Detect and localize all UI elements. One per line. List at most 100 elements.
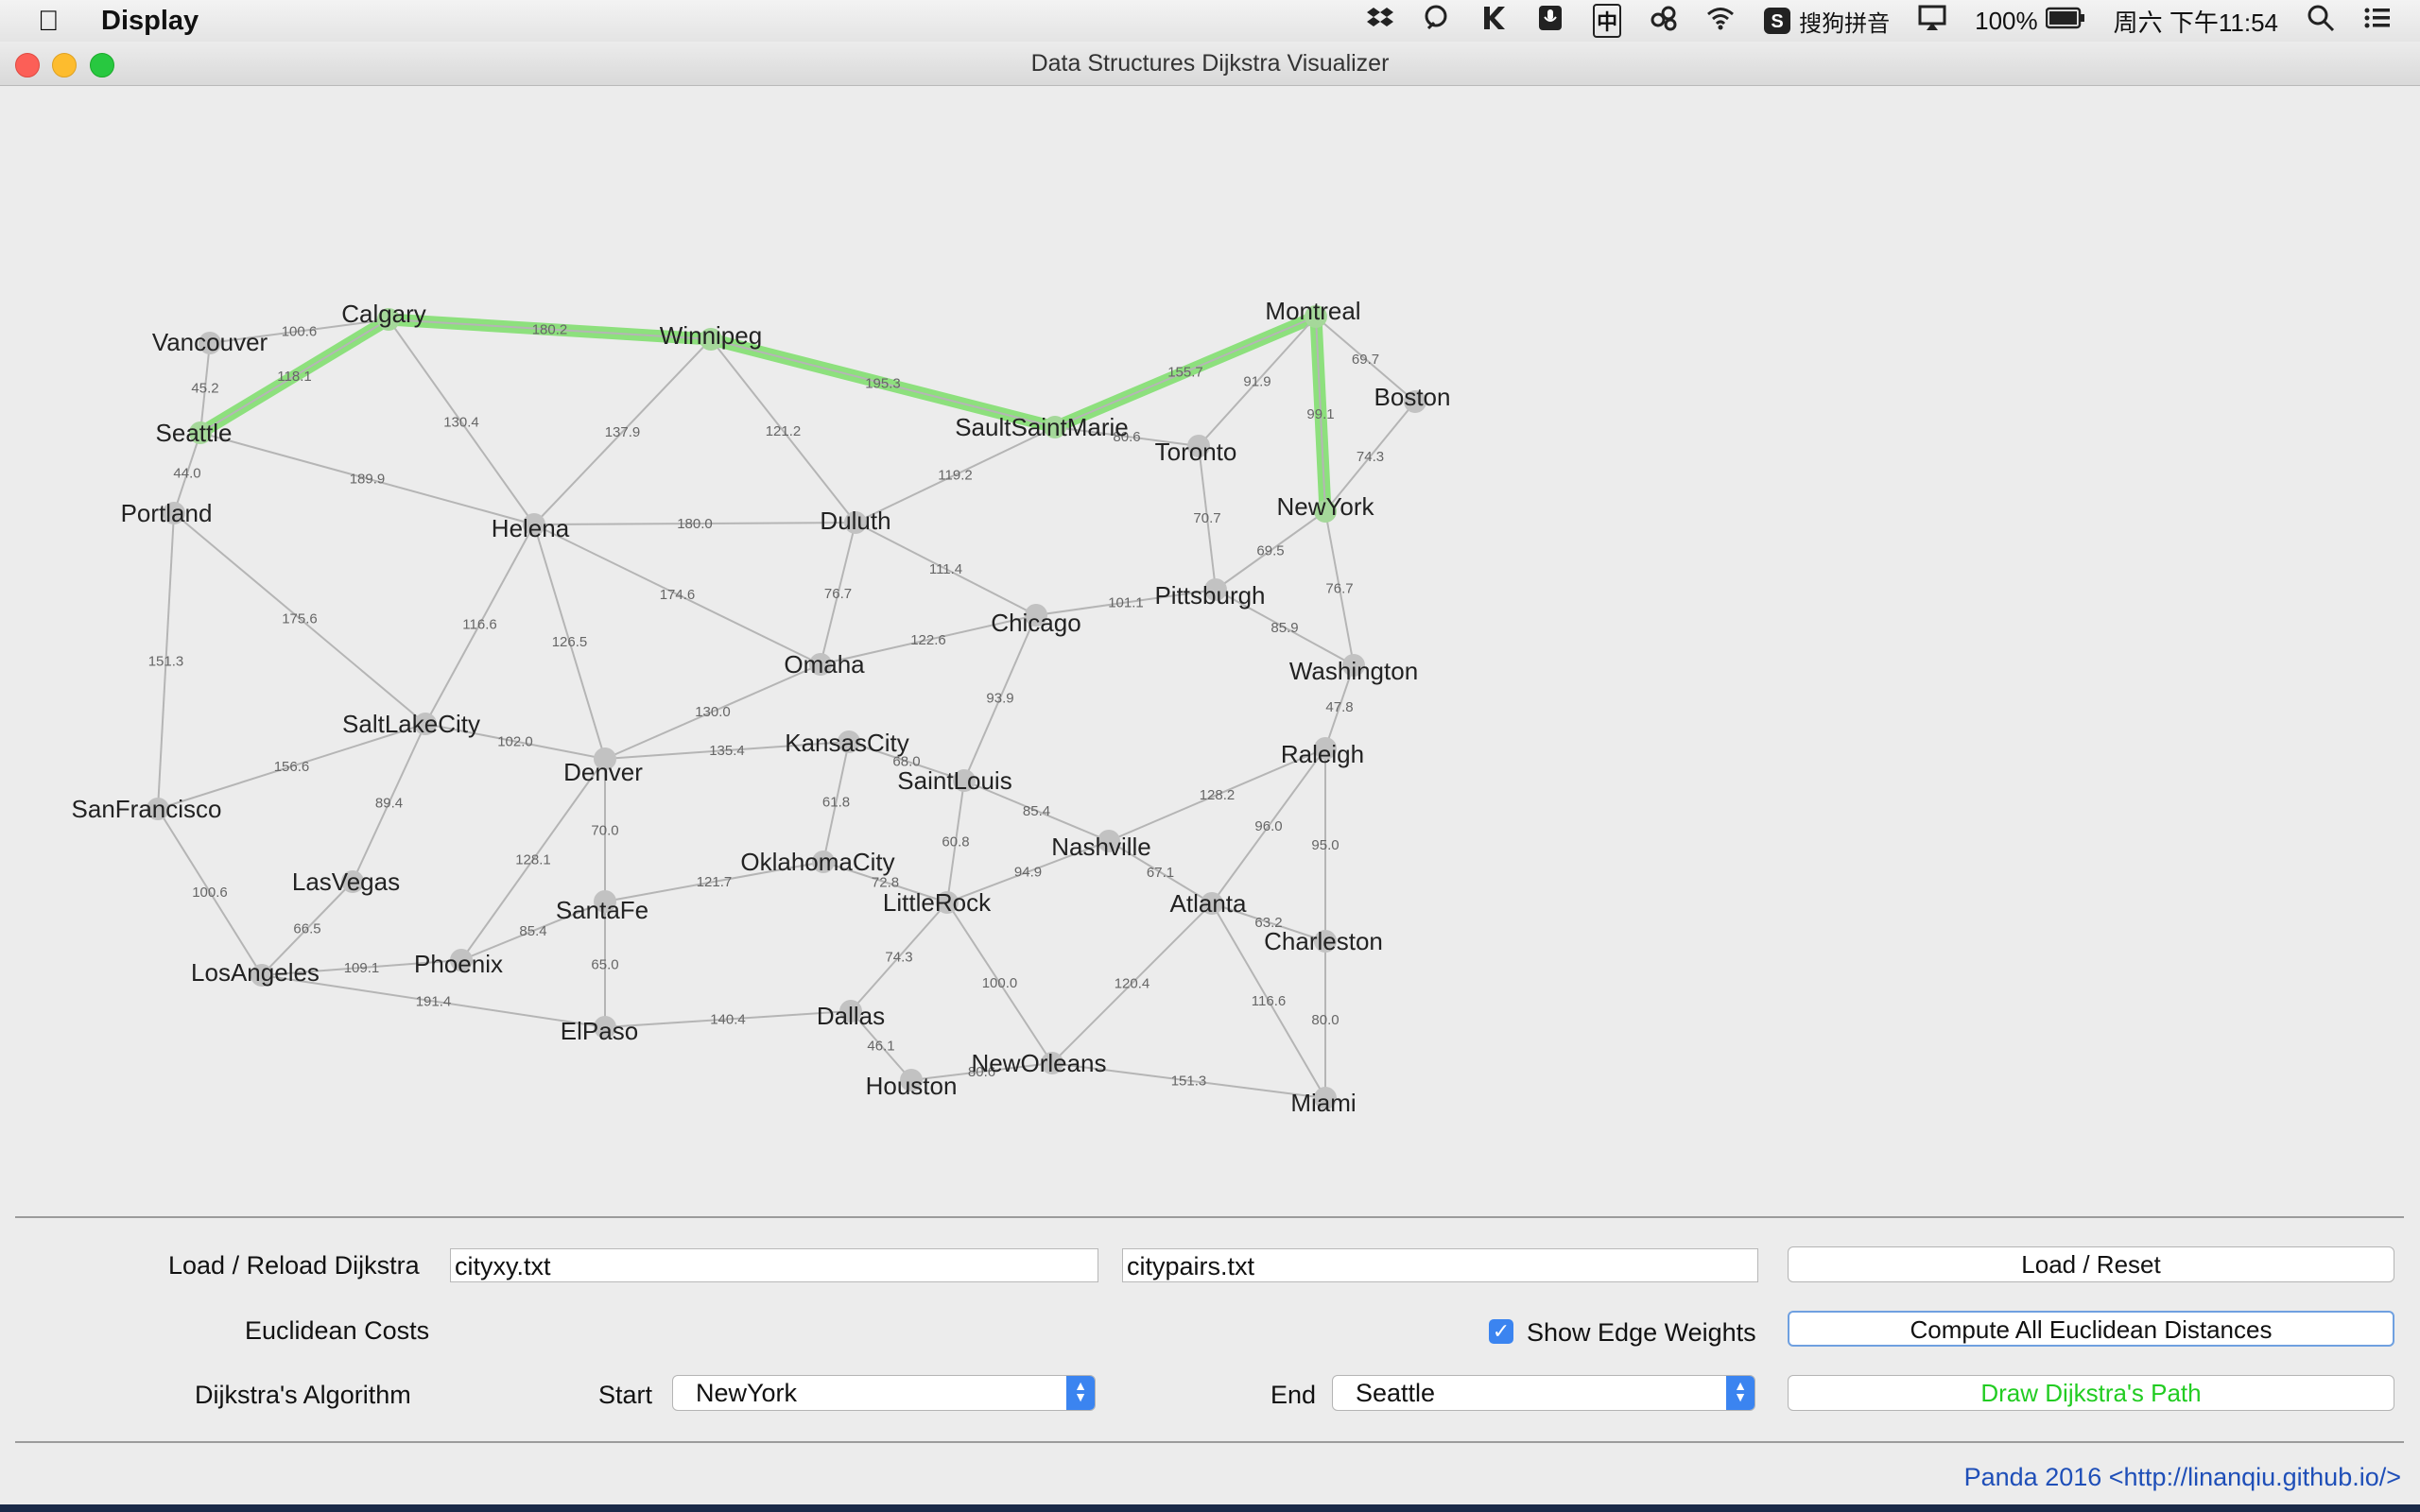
spotlight-search-icon[interactable] bbox=[2307, 4, 2335, 39]
city-dot[interactable] bbox=[1187, 435, 1210, 457]
city-node-vancouver[interactable]: Vancouver bbox=[152, 328, 268, 356]
notification-center-icon[interactable] bbox=[2363, 4, 2392, 39]
clock[interactable]: 周六 下午11:54 bbox=[2113, 8, 2278, 37]
show-edge-weights-checkbox[interactable]: ✓ bbox=[1489, 1319, 1513, 1344]
city-dot[interactable] bbox=[414, 713, 437, 735]
city-node-boston[interactable]: Boston bbox=[1374, 383, 1451, 413]
city-node-dallas[interactable]: Dallas bbox=[817, 1000, 885, 1030]
city-node-las-vegas[interactable]: LasVegas bbox=[292, 868, 400, 896]
city-node-seattle[interactable]: Seattle bbox=[156, 419, 233, 447]
sogou-icon[interactable]: S 搜狗拼音 bbox=[1763, 5, 1890, 38]
start-select-arrows-icon[interactable]: ▲▼ bbox=[1066, 1376, 1095, 1410]
city-dot[interactable] bbox=[1342, 654, 1365, 677]
input-method-zh-icon[interactable]: 中 bbox=[1593, 4, 1622, 38]
k-app-icon[interactable] bbox=[1479, 4, 1508, 39]
city-node-new-york[interactable]: NewYork bbox=[1276, 492, 1375, 523]
city-node-houston[interactable]: Houston bbox=[866, 1069, 958, 1100]
zoom-window-button[interactable] bbox=[90, 53, 114, 77]
city-node-santa-fe[interactable]: SantaFe bbox=[556, 890, 648, 924]
city-node-new-orleans[interactable]: NewOrleans bbox=[971, 1049, 1106, 1077]
app-menu-name[interactable]: Display bbox=[101, 6, 199, 36]
end-select-arrows-icon[interactable]: ▲▼ bbox=[1726, 1376, 1754, 1410]
city-dot[interactable] bbox=[523, 513, 545, 536]
city-node-san-francisco[interactable]: SanFrancisco bbox=[72, 795, 222, 823]
end-city-select[interactable]: Seattle ▲▼ bbox=[1332, 1375, 1755, 1411]
city-node-pittsburgh[interactable]: Pittsburgh bbox=[1154, 578, 1266, 610]
wifi-icon[interactable] bbox=[1706, 4, 1735, 39]
city-node-calgary[interactable]: Calgary bbox=[341, 300, 426, 331]
city-dot[interactable] bbox=[450, 949, 473, 971]
city-node-winnipeg[interactable]: Winnipeg bbox=[660, 321, 762, 351]
microphone-icon[interactable] bbox=[1536, 4, 1564, 39]
city-dot[interactable] bbox=[1025, 604, 1047, 627]
city-dot[interactable] bbox=[189, 421, 212, 444]
citypairs-file-field[interactable]: citypairs.txt bbox=[1122, 1248, 1758, 1282]
city-node-portland[interactable]: Portland bbox=[121, 499, 213, 527]
city-dot[interactable] bbox=[1204, 578, 1227, 601]
airplay-icon[interactable] bbox=[1918, 4, 1946, 39]
city-dot[interactable] bbox=[700, 328, 722, 351]
city-dot[interactable] bbox=[1404, 390, 1426, 413]
city-node-oklahoma-city[interactable]: OklahomaCity bbox=[740, 848, 894, 876]
city-node-saint-louis[interactable]: SaintLouis bbox=[897, 766, 1011, 795]
city-dot[interactable] bbox=[199, 332, 221, 354]
city-node-omaha[interactable]: Omaha bbox=[784, 650, 865, 679]
city-node-duluth[interactable]: Duluth bbox=[820, 507, 890, 535]
dropbox-icon[interactable] bbox=[1366, 4, 1394, 39]
city-dot[interactable] bbox=[594, 747, 616, 770]
city-dot[interactable] bbox=[1041, 1052, 1063, 1074]
city-dot[interactable] bbox=[341, 870, 364, 893]
city-node-raleigh[interactable]: Raleigh bbox=[1281, 737, 1364, 768]
city-dot[interactable] bbox=[936, 891, 959, 914]
draw-dijkstra-path-button[interactable]: Draw Dijkstra's Path bbox=[1788, 1375, 2394, 1411]
city-dot[interactable] bbox=[377, 308, 400, 331]
search-assist-icon[interactable] bbox=[1423, 4, 1451, 39]
start-city-select[interactable]: NewYork ▲▼ bbox=[672, 1375, 1096, 1411]
city-node-los-angeles[interactable]: LosAngeles bbox=[191, 958, 320, 987]
compute-euclidean-button[interactable]: Compute All Euclidean Distances bbox=[1788, 1311, 2394, 1347]
city-dot[interactable] bbox=[163, 502, 185, 524]
city-dot[interactable] bbox=[953, 769, 976, 792]
apple-icon[interactable]:  bbox=[38, 6, 60, 38]
city-node-chicago[interactable]: Chicago bbox=[991, 604, 1081, 637]
city-dot[interactable] bbox=[1314, 1087, 1337, 1109]
city-node-montreal[interactable]: Montreal bbox=[1265, 297, 1361, 328]
city-dot[interactable] bbox=[900, 1069, 923, 1091]
city-node-washington[interactable]: Washington bbox=[1289, 654, 1418, 685]
city-node-phoenix[interactable]: Phoenix bbox=[414, 949, 503, 978]
close-window-button[interactable] bbox=[15, 53, 40, 77]
city-node-atlanta[interactable]: Atlanta bbox=[1170, 889, 1247, 918]
city-node-denver[interactable]: Denver bbox=[563, 747, 643, 786]
city-dot[interactable] bbox=[1201, 892, 1223, 915]
city-node-charleston[interactable]: Charleston bbox=[1264, 927, 1383, 955]
city-dot[interactable] bbox=[1314, 500, 1337, 523]
city-dot[interactable] bbox=[594, 890, 616, 913]
city-dot[interactable] bbox=[812, 850, 835, 873]
city-node-el-paso[interactable]: ElPaso bbox=[561, 1016, 638, 1045]
city-dot[interactable] bbox=[1314, 737, 1337, 760]
footer-credit[interactable]: Panda 2016 <http://linanqiu.github.io/> bbox=[1963, 1463, 2401, 1491]
city-node-kansas-city[interactable]: KansasCity bbox=[785, 729, 909, 757]
cityxy-file-field[interactable]: cityxy.txt bbox=[450, 1248, 1098, 1282]
city-dot[interactable] bbox=[1098, 830, 1120, 852]
show-edge-weights-label[interactable]: Show Edge Weights bbox=[1527, 1318, 1756, 1347]
city-dot[interactable] bbox=[838, 730, 860, 753]
city-node-toronto[interactable]: Toronto bbox=[1155, 435, 1237, 466]
minimize-window-button[interactable] bbox=[52, 53, 77, 77]
city-dot[interactable] bbox=[809, 653, 832, 676]
city-dot[interactable] bbox=[844, 511, 867, 534]
city-dot[interactable] bbox=[251, 964, 273, 987]
cloud-sync-icon[interactable] bbox=[1650, 4, 1678, 39]
city-node-little-rock[interactable]: LittleRock bbox=[883, 888, 992, 917]
city-node-miami[interactable]: Miami bbox=[1290, 1087, 1357, 1117]
load-reset-button[interactable]: Load / Reset bbox=[1788, 1246, 2394, 1282]
city-dot[interactable] bbox=[1314, 930, 1337, 953]
city-dot[interactable] bbox=[1305, 305, 1327, 328]
city-node-sault-saint-marie[interactable]: SaultSaintMarie bbox=[955, 413, 1129, 441]
city-dot[interactable] bbox=[147, 798, 169, 820]
city-dot[interactable] bbox=[839, 1000, 862, 1022]
city-node-nashville[interactable]: Nashville bbox=[1051, 830, 1151, 861]
city-node-salt-lake-city[interactable]: SaltLakeCity bbox=[342, 710, 480, 738]
battery-icon[interactable] bbox=[2045, 6, 2085, 37]
